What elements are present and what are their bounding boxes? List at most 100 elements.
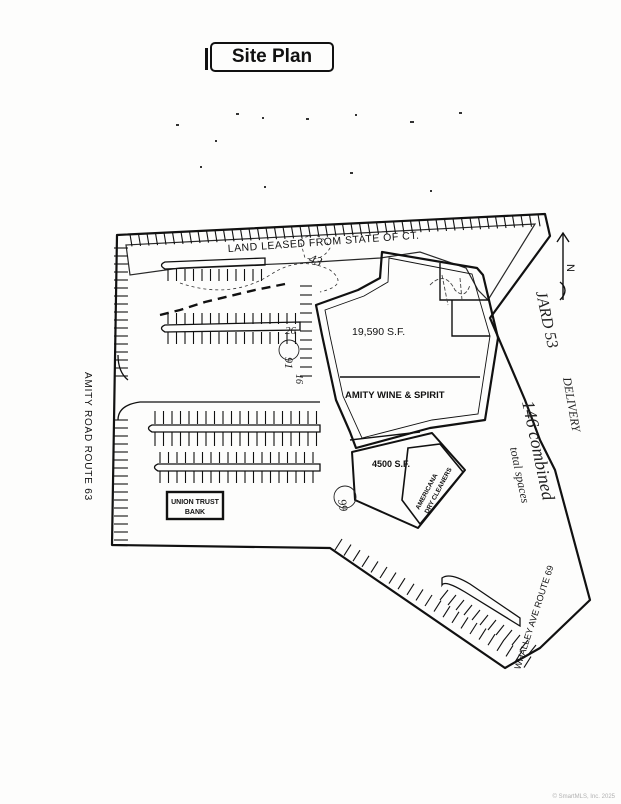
parking-stalls-left: [114, 247, 128, 541]
label-main-tenant: AMITY WINE & SPIRIT: [345, 390, 445, 401]
stall-line: [171, 232, 176, 245]
stall-line: [469, 622, 478, 635]
count-26: 26: [285, 325, 297, 337]
stall-line: [479, 614, 489, 626]
note-jard: JARD 53: [532, 289, 561, 349]
stall-line: [384, 221, 388, 234]
stall-line: [350, 223, 354, 236]
site-boundary: [110, 212, 592, 670]
stall-line: [358, 223, 363, 236]
label-amity-road: AMITY ROAD ROUTE 63: [82, 372, 93, 501]
stall-line: [333, 224, 337, 237]
scan-specks: [176, 112, 462, 192]
stall-line: [129, 234, 133, 247]
stall-line: [406, 583, 415, 596]
parking-stalls-top: [129, 214, 541, 247]
page-title: Site Plan: [205, 42, 334, 72]
stall-line: [460, 218, 465, 231]
label-bank-1: UNION TRUST: [171, 499, 220, 506]
main-building-wall-inner: [324, 257, 491, 439]
stall-line: [248, 228, 252, 241]
north-arrow-icon: [556, 231, 570, 301]
stall-line: [435, 219, 439, 232]
stall-line: [188, 231, 193, 244]
stall-line: [527, 644, 537, 656]
stall-line: [239, 228, 244, 242]
stall-line: [514, 650, 523, 663]
stall-line: [496, 639, 505, 652]
stall-line: [352, 549, 361, 562]
stall-line: [163, 232, 167, 245]
watermark: © SmartMLS, Inc. 2025: [552, 794, 615, 800]
count-99: 99: [335, 498, 351, 512]
stall-line: [299, 225, 303, 239]
stall-line: [471, 609, 481, 621]
stall-line: [455, 599, 465, 611]
stall-line: [523, 656, 532, 668]
label-bank-2: BANK: [185, 509, 205, 516]
bank-building: [165, 490, 225, 521]
stall-line: [273, 227, 278, 240]
stall-line: [537, 214, 541, 227]
stall-line: [519, 639, 529, 651]
stall-line: [316, 225, 320, 238]
count-43: 43: [307, 251, 325, 270]
stall-line: [154, 233, 159, 246]
stall-line: [418, 220, 422, 233]
stall-line: [392, 221, 397, 234]
count-16: 16: [293, 374, 304, 384]
stall-line: [205, 230, 210, 243]
stall-line: [447, 594, 457, 606]
main-building: [314, 250, 500, 450]
stall-line: [460, 617, 469, 629]
stall-line: [214, 230, 218, 243]
stall-line: [511, 215, 516, 228]
stall-line: [503, 629, 513, 641]
stall-line: [511, 634, 521, 646]
stall-line: [443, 218, 448, 232]
stall-line: [379, 566, 388, 579]
building-divider: [340, 263, 490, 441]
dry-cleaners-unit: [401, 443, 465, 526]
stall-line: [433, 600, 442, 612]
stall-line: [324, 224, 329, 237]
stall-line: [397, 577, 406, 590]
label-main-sf: 19,590 S.F.: [352, 326, 405, 338]
stall-line: [180, 231, 184, 244]
label-land-leased: LAND LEASED FROM STATE OF CT.: [227, 230, 419, 255]
stall-line: [478, 628, 487, 640]
stall-line: [375, 222, 380, 235]
note-delivery: DELIVERY: [560, 375, 584, 434]
stall-line: [477, 217, 482, 230]
stall-line: [495, 624, 505, 636]
stall-line: [290, 226, 295, 239]
stall-line: [222, 229, 227, 242]
parking-lot-edge: [125, 223, 537, 301]
stall-line: [146, 233, 150, 246]
stall-line: [197, 230, 201, 244]
stall-line: [487, 619, 497, 631]
stall-line: [137, 233, 142, 247]
stall-line: [528, 214, 533, 227]
stall-line: [503, 215, 507, 229]
count-99-circle: [333, 485, 357, 509]
stall-line: [426, 219, 431, 232]
stall-line: [520, 215, 524, 228]
stall-line: [343, 544, 352, 556]
label-small-sf: 4500 S.F.: [372, 459, 410, 469]
parking-islands: [117, 257, 521, 628]
stall-line: [370, 561, 379, 573]
rear-scribble: [429, 274, 471, 306]
stall-line: [282, 226, 286, 239]
stall-line: [486, 216, 490, 229]
parking-stall-rows: [154, 269, 318, 483]
count-91: 91: [282, 357, 296, 369]
note-spaces: total spaces: [507, 446, 533, 505]
stall-line: [442, 605, 451, 618]
stall-line: [307, 225, 312, 238]
stall-line: [334, 538, 343, 551]
lease-line: [159, 282, 286, 317]
stall-line: [256, 228, 261, 241]
